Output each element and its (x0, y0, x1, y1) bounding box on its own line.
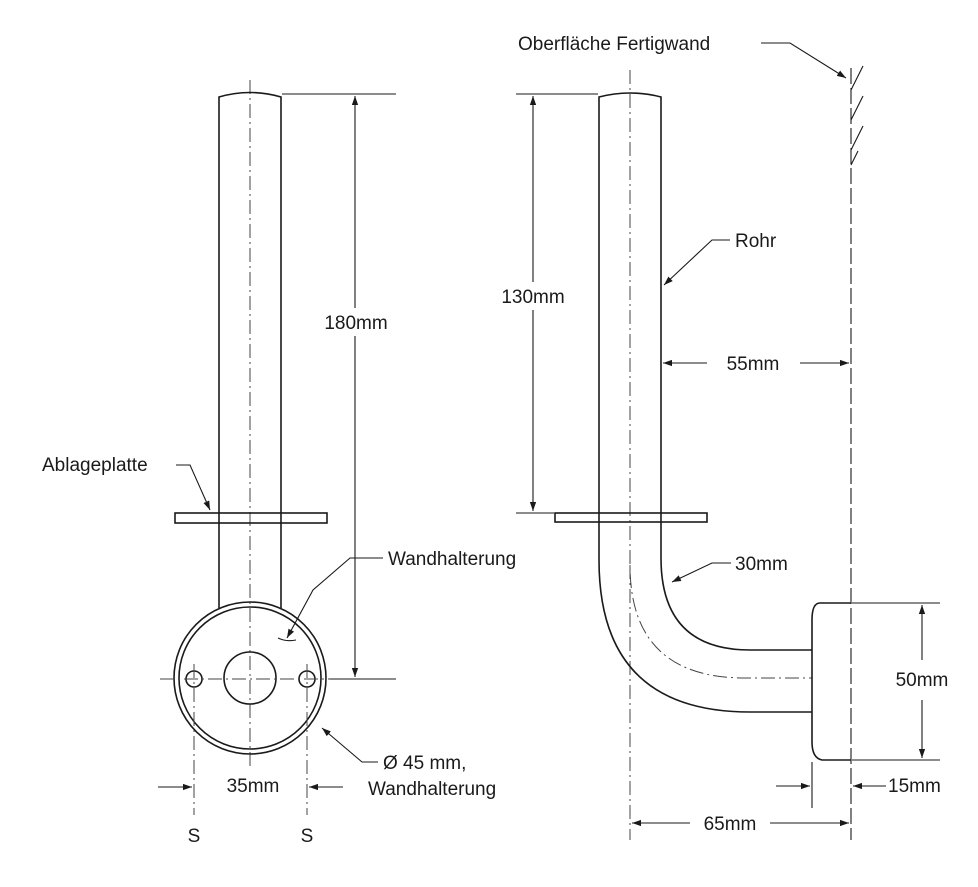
front-height-label: 180mm (324, 313, 387, 334)
wall-mount-label: Wandhalterung (388, 549, 516, 570)
side-shelf-plate (554, 512, 708, 523)
wall-surface-label: Oberfläche Fertigwand (518, 34, 710, 55)
side-tube-outer-bend (598, 522, 812, 713)
front-view: 180mm Ablageplatte Wandhalterung Ø 45 mm… (42, 80, 516, 847)
wall-hatch (850, 150, 859, 166)
total-depth-label: 65mm (704, 814, 757, 835)
plate-thickness-label: 15mm (888, 776, 941, 797)
front-shelf-plate (174, 512, 328, 524)
front-wall-plate-outer (173, 601, 327, 755)
side-height-label-bg (490, 282, 576, 310)
wall-mount-tick (277, 637, 297, 642)
shelf-leader (176, 464, 211, 511)
plate-diameter-label-line2: Wandhalterung (368, 779, 496, 800)
front-height-label-bg (310, 308, 400, 336)
wall-hatch (850, 125, 864, 151)
screw-label-right: S (301, 826, 314, 847)
side-wall-plate (811, 602, 851, 761)
front-wall-plate-inner (178, 606, 322, 750)
plate-height-label: 50mm (896, 670, 949, 691)
side-tube-straight (598, 92, 662, 522)
side-view: Oberfläche Fertigwand 130mm Rohr 55mm 30… (490, 34, 948, 840)
tube-leader (663, 239, 730, 286)
hole-spacing-label: 35mm (227, 776, 280, 797)
diameter-leader (321, 727, 378, 763)
shelf-label: Ablageplatte (42, 455, 148, 476)
bend-radius-leader (671, 562, 731, 583)
wall-surface-leader (761, 42, 847, 79)
plate-diameter-label-line1: Ø 45 mm, (383, 753, 466, 774)
wall-distance-label: 55mm (727, 354, 780, 375)
front-tube (218, 91, 282, 608)
tube-label: Rohr (735, 231, 777, 252)
wall-hatch (850, 95, 864, 121)
front-center-boss (223, 651, 277, 705)
bend-radius-label: 30mm (735, 554, 788, 575)
side-tube-centerline (629, 70, 812, 679)
screw-label-left: S (188, 826, 201, 847)
wall-mount-leader (286, 557, 383, 639)
wall-hatch (850, 65, 864, 91)
side-tube-inner-bend (660, 522, 812, 651)
side-height-label: 130mm (501, 287, 564, 308)
